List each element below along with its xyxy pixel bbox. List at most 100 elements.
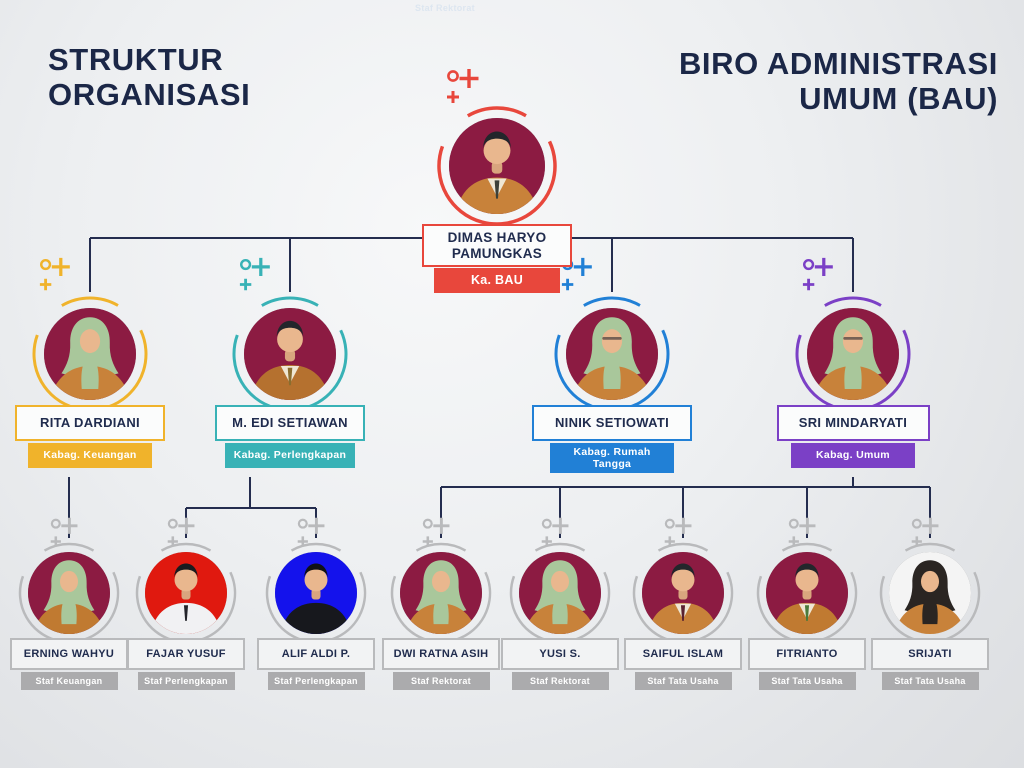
decoration-circle-plus-icon	[664, 517, 692, 547]
person-name: NINIK SETIOWATI	[554, 414, 670, 430]
person-photo	[244, 308, 336, 400]
person-photo	[766, 552, 848, 634]
decoration-circle-plus-icon	[541, 517, 569, 547]
person-name-box: SRI MINDARYATI	[776, 405, 930, 441]
person-name: YUSI S.	[539, 647, 581, 660]
page-title-left: STRUKTUR ORGANISASI	[48, 42, 250, 113]
person-role: Kabag. Perlengkapan	[233, 449, 347, 462]
person-role: Staf Tata Usaha	[647, 675, 719, 686]
page-title-right-line2: UMUM (BAU)	[799, 81, 998, 117]
person-photo	[889, 552, 971, 634]
person-ring	[232, 296, 348, 412]
person-role: Staf Perlengkapan	[274, 675, 358, 686]
page-title-left-line1: STRUKTUR	[48, 42, 224, 77]
person-name-box: YUSI S.	[501, 638, 619, 670]
decoration-circle-plus-icon	[788, 517, 816, 547]
person-name: FITRIANTO	[776, 647, 838, 660]
page-title-right-line1: BIRO ADMINISTRASI	[678, 46, 998, 81]
person-photo-illustration	[642, 552, 724, 634]
person-ring	[390, 542, 492, 644]
person-role: Staf Perlengkapan	[144, 675, 228, 686]
person-photo	[807, 308, 899, 400]
person-role: Staf Tata Usaha	[771, 675, 843, 686]
person-name-box: SAIFUL ISLAM	[624, 638, 742, 670]
person-ring	[265, 542, 367, 644]
person-photo	[400, 552, 482, 634]
person-role: Ka. BAU	[470, 273, 524, 288]
person-name: RITA DARDIANI	[40, 414, 140, 430]
person-ring	[18, 542, 120, 644]
person-role-badge: Staf Keuangan	[20, 672, 118, 690]
person-name-box: ERNING WAHYU	[10, 638, 128, 670]
person-role: Staf Keuangan	[35, 675, 103, 686]
person-photo-illustration	[400, 552, 482, 634]
person-role-badge: Kabag. Perlengkapan	[225, 443, 355, 468]
person-photo-illustration	[566, 308, 658, 400]
person-photo	[44, 308, 136, 400]
person-photo-illustration	[889, 552, 971, 634]
decoration-circle-plus-icon	[50, 517, 78, 547]
person-role-badge: Staf Rektorat	[392, 672, 490, 690]
person-name-box: FITRIANTO	[748, 638, 866, 670]
person-ring	[879, 542, 981, 644]
person-name-box: SRIJATI	[871, 638, 989, 670]
person-photo-illustration	[44, 308, 136, 400]
decoration-circle-plus-icon	[447, 69, 479, 103]
person-photo-illustration	[449, 118, 545, 214]
person-photo-illustration	[807, 308, 899, 400]
person-name: M. EDI SETIAWAN	[232, 414, 348, 430]
person-name-box: FAJAR YUSUF	[127, 638, 245, 670]
person-name-box: DWI RATNA ASIH	[382, 638, 500, 670]
person-name: FAJAR YUSUF	[146, 647, 226, 660]
person-name-box: ALIF ALDI P.	[257, 638, 375, 670]
decoration-circle-plus-icon	[802, 258, 833, 291]
person-name: SRIJATI	[908, 647, 952, 660]
person-role-badge: Ka. BAU	[434, 268, 560, 293]
person-role: Kabag. Rumah Tangga	[573, 446, 651, 471]
page-title-right: BIRO ADMINISTRASI UMUM (BAU)	[679, 46, 998, 117]
person-photo-illustration	[275, 552, 357, 634]
page-title-left-line2: ORGANISASI	[48, 77, 251, 113]
person-name: DIMAS HARYO PAMUNGKAS	[447, 229, 547, 261]
person-name: ALIF ALDI P.	[281, 647, 351, 660]
person-photo	[28, 552, 110, 634]
person-role-badge: Staf Perlengkapan	[137, 672, 235, 690]
person-photo	[449, 118, 545, 214]
person-photo	[566, 308, 658, 400]
person-photo	[145, 552, 227, 634]
decoration-circle-plus-icon	[422, 517, 450, 547]
person-role-badge: Kabag. Keuangan	[28, 443, 152, 468]
decoration-circle-plus-icon	[167, 517, 195, 547]
person-name: DWI RATNA ASIH	[393, 647, 489, 660]
person-photo	[642, 552, 724, 634]
person-role: Staf Tata Usaha	[894, 675, 966, 686]
person-role-badge: Staf Tata Usaha	[758, 672, 856, 690]
person-photo-illustration	[28, 552, 110, 634]
person-ring	[509, 542, 611, 644]
person-name: SAIFUL ISLAM	[642, 647, 724, 660]
person-photo-illustration	[244, 308, 336, 400]
person-role: Staf Rektorat	[411, 675, 471, 686]
person-name: SRI MINDARYATI	[798, 414, 908, 430]
person-ring	[32, 296, 148, 412]
person-role-badge: Kabag. Umum	[791, 443, 915, 468]
stray-top-label: Staf Rektorat	[415, 3, 475, 13]
person-name-box: RITA DARDIANI	[15, 405, 165, 441]
person-ring	[632, 542, 734, 644]
person-role: Staf Rektorat	[530, 675, 590, 686]
person-ring	[437, 106, 557, 226]
person-role-badge: Staf Tata Usaha	[634, 672, 732, 690]
person-ring	[554, 296, 670, 412]
person-role: Kabag. Umum	[816, 449, 890, 462]
decoration-circle-plus-icon	[911, 517, 939, 547]
person-ring	[135, 542, 237, 644]
person-role-badge: Kabag. Rumah Tangga	[550, 443, 674, 474]
decoration-circle-plus-icon	[239, 258, 270, 291]
person-role: Kabag. Keuangan	[43, 449, 137, 462]
person-name-box: DIMAS HARYO PAMUNGKAS	[422, 224, 572, 267]
person-role-badge: Staf Rektorat	[511, 672, 609, 690]
person-name-box: NINIK SETIOWATI	[532, 405, 692, 441]
person-photo	[519, 552, 601, 634]
person-role-badge: Staf Tata Usaha	[881, 672, 979, 690]
